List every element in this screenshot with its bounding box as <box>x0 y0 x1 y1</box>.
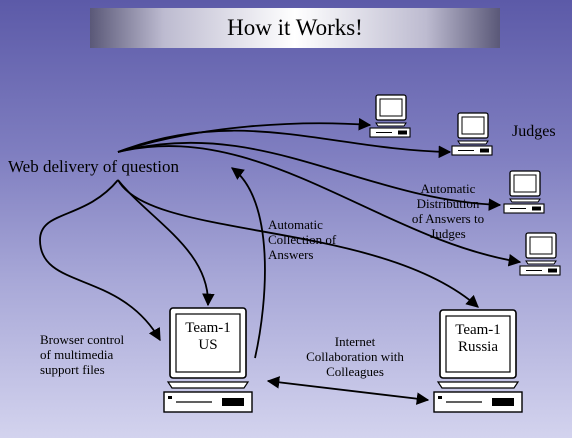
auto-distribution-label: Automatic Distribution of Answers to Jud… <box>396 181 500 241</box>
team-russia-computer: Team-1 Russia <box>432 308 524 414</box>
team-russia-screen-label: Team-1 Russia <box>446 322 510 356</box>
arrow-to-judge-3 <box>117 141 502 211</box>
judge-computer-icon <box>451 112 493 156</box>
computer-icon <box>163 307 253 413</box>
internet-collaboration-label: Internet Collaboration with Colleagues <box>295 334 415 379</box>
web-delivery-label: Web delivery of question <box>8 157 179 176</box>
team-us-name: Team-1 <box>185 320 231 336</box>
team-us-computer: Team-1 US <box>162 306 254 414</box>
auto-distribution-line-3: of Answers to <box>411 211 485 226</box>
internet-collaboration-line-2: Collaboration with <box>306 349 404 364</box>
internet-collaboration-line-3: Colleagues <box>326 364 384 379</box>
auto-distribution-line-1: Automatic <box>420 181 476 196</box>
team-russia-name: Team-1 <box>455 322 501 338</box>
team-us-country: US <box>198 337 218 353</box>
judges-label: Judges <box>512 123 556 140</box>
arrow-to-judge-2 <box>117 129 452 159</box>
title-banner: How it Works! <box>90 8 500 48</box>
team-us-screen-label: Team-1 US <box>176 320 240 354</box>
auto-distribution-line-4: Judges <box>430 226 466 241</box>
arrow-to-team-russia <box>117 179 479 308</box>
arrow-auto-collection <box>230 167 266 359</box>
browser-control-line-3: support files <box>40 362 105 377</box>
auto-collection-line-1: Automatic <box>268 217 323 232</box>
arrow-to-judge-1 <box>117 117 372 153</box>
arrow-to-judge-4 <box>117 145 522 267</box>
browser-control-line-2: of multimedia <box>40 347 114 362</box>
arrow-internet-collaboration <box>266 376 430 405</box>
judge-computer-icon <box>503 170 545 214</box>
arrow-browser-control <box>39 179 161 342</box>
auto-collection-label: Automatic Collection of Answers <box>268 217 372 262</box>
auto-distribution-line-2: Distribution <box>416 196 480 211</box>
team-russia-country: Russia <box>457 339 498 355</box>
internet-collaboration-line-1: Internet <box>334 334 376 349</box>
judge-computer-icon <box>519 232 561 276</box>
auto-collection-line-2: Collection of <box>268 232 337 247</box>
arrow-to-team-us <box>117 179 215 307</box>
auto-collection-line-3: Answers <box>268 247 314 262</box>
judge-computer-icon <box>369 94 411 138</box>
browser-control-label: Browser control of multimedia support fi… <box>40 332 140 377</box>
slide-title: How it Works! <box>227 15 363 40</box>
computer-icon <box>433 309 523 413</box>
browser-control-line-1: Browser control <box>40 332 125 347</box>
